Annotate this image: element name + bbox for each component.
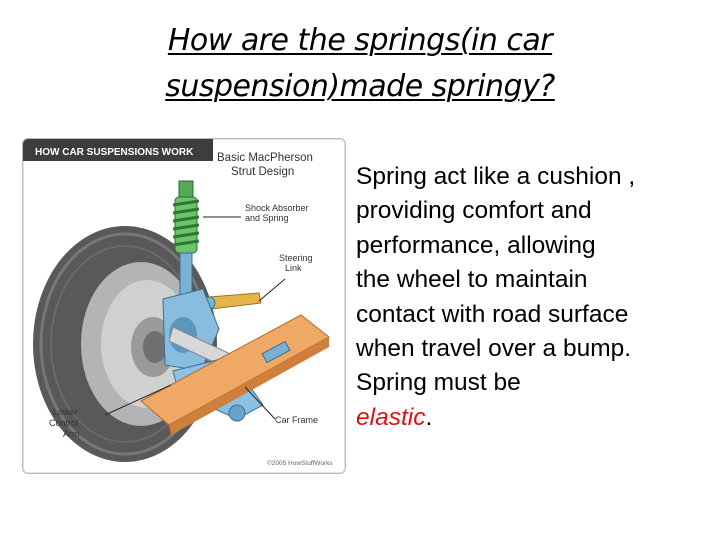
- label-shock-2: and Spring: [245, 213, 289, 223]
- car-frame-icon: [140, 314, 330, 435]
- body-line: contact with road surface: [356, 300, 629, 328]
- title-line-1: How are the springs(in car: [167, 23, 553, 58]
- steering-link-icon: [202, 292, 262, 310]
- diagram-header-bar: [23, 139, 213, 161]
- slide-body: Spring act like a cushion , providing co…: [356, 160, 706, 435]
- figure-heading-1: Basic MacPherson: [217, 152, 313, 164]
- body-line: Spring act like a cushion ,: [356, 163, 636, 190]
- suspension-illustration: HOW CAR SUSPENSIONS WORK: [23, 139, 333, 467]
- body-last-line: elastic.: [356, 401, 706, 435]
- label-steering-2: Link: [285, 263, 302, 273]
- figure-heading-2: Strut Design: [231, 166, 294, 178]
- label-lower-2: Control: [49, 418, 78, 428]
- body-line: providing comfort and: [356, 197, 592, 225]
- leader-steering: [258, 278, 286, 302]
- body-line: performance, allowing: [356, 231, 596, 259]
- body-line: when travel over a bump.: [356, 335, 632, 363]
- diagram-header-text: HOW CAR SUSPENSIONS WORK: [35, 147, 194, 158]
- shock-absorber-spring-icon: [172, 180, 200, 306]
- body-line: the wheel to maintain: [356, 266, 588, 294]
- highlight-word: elastic: [356, 403, 426, 431]
- label-frame: Car Frame: [275, 415, 318, 425]
- slide-title: How are the springs(in car suspension)ma…: [100, 18, 620, 110]
- title-line-2: suspension)made springy?: [165, 69, 555, 104]
- label-lower-3: Arm: [63, 429, 80, 439]
- suspension-diagram: HOW CAR SUSPENSIONS WORK: [22, 138, 346, 474]
- trailing-period: .: [425, 403, 433, 431]
- label-shock-1: Shock Absorber: [245, 203, 309, 213]
- label-steering-1: Steering: [279, 253, 313, 263]
- label-lower-1: Lower: [53, 407, 78, 417]
- leader-frame: [244, 386, 276, 420]
- figure-copyright: ©2005 HowStuffWorks: [267, 459, 333, 467]
- leader-lower-arm: [104, 384, 172, 416]
- body-line: Spring must be: [356, 369, 521, 397]
